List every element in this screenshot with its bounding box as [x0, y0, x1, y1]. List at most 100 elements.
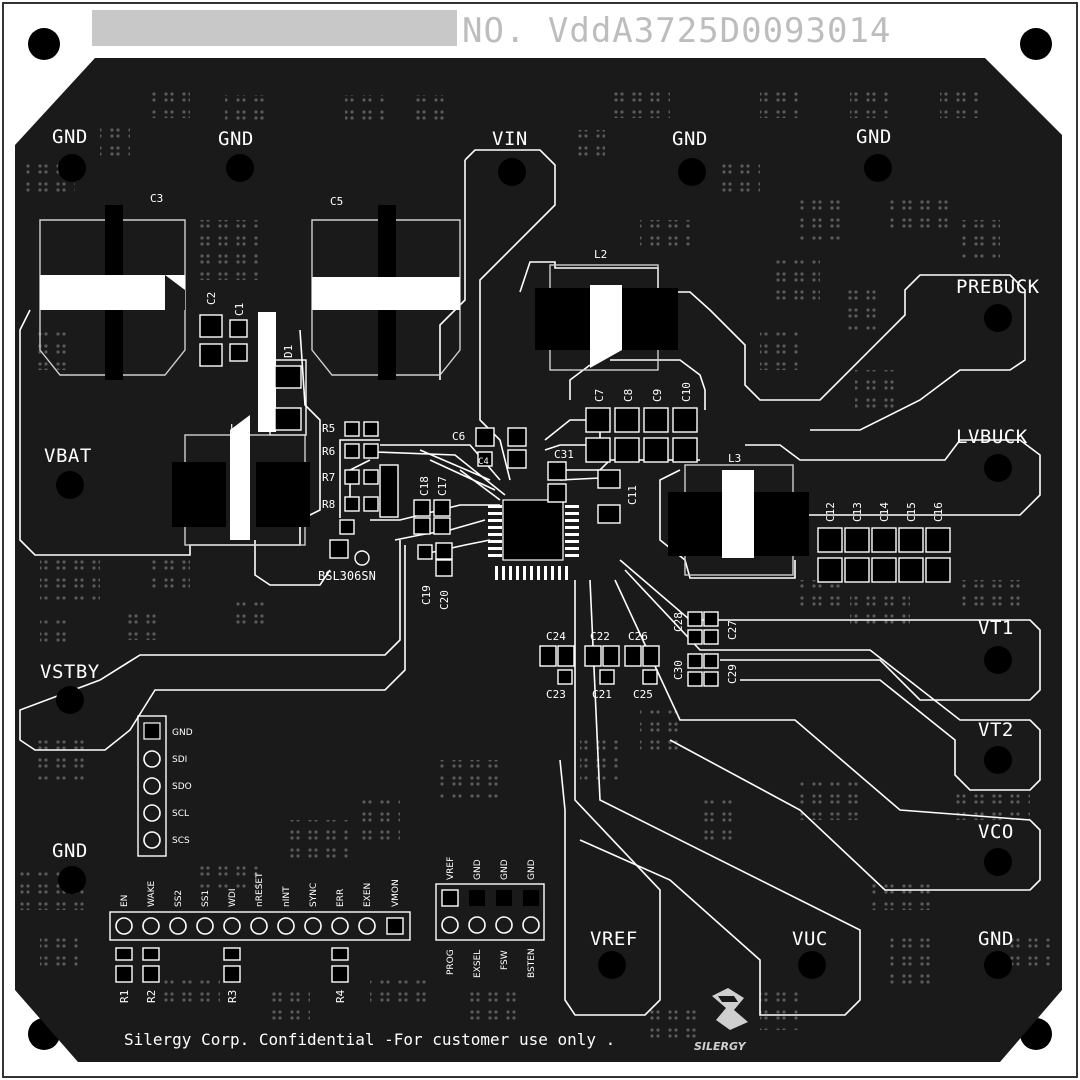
- trace-prebuck: [519, 261, 1026, 431]
- ref-c13: C13: [851, 502, 864, 522]
- ref-c16: C16: [932, 502, 945, 522]
- ref-c7: C7: [593, 389, 606, 402]
- ref-c23: C23: [546, 688, 566, 701]
- ref-c12: C12: [824, 502, 837, 522]
- ref-c28: C28: [672, 612, 685, 632]
- net-gnd-4: GND: [856, 126, 892, 148]
- ref-c15: C15: [905, 502, 918, 522]
- ref-q1: BSL306SN: [318, 569, 376, 583]
- ref-l1: L1: [230, 422, 243, 435]
- net-vuc: VUC: [792, 928, 828, 950]
- ref-r1: R1: [118, 990, 131, 1003]
- inductor-l2: L2: [535, 248, 678, 371]
- ref-l3: L3: [728, 452, 741, 465]
- mounting-hole-tr: [1020, 28, 1052, 60]
- net-gnd-2: GND: [218, 128, 254, 150]
- trace-lvbuck: [745, 439, 1041, 516]
- spi-pin-scl: SCL: [172, 809, 189, 819]
- ref-l2: L2: [594, 248, 607, 261]
- cfg-pin-bsten: BSTEN: [527, 948, 537, 978]
- caps-c1-c2: C2 C1: [199, 292, 248, 367]
- resistors-r5-r8: R5 R6 R7 R8: [322, 421, 399, 518]
- ref-c18: C18: [418, 476, 431, 496]
- ref-r8: R8: [322, 498, 335, 511]
- ctrl-pin-wdi: WDI: [228, 889, 238, 907]
- ref-c20: C20: [438, 590, 451, 610]
- ctrl-pin-wake: WAKE: [147, 881, 157, 907]
- ref-c11: C11: [626, 485, 639, 505]
- cfg-pin-gnd-3: GND: [527, 859, 537, 880]
- ref-c31: C31: [554, 448, 574, 461]
- ref-c25: C25: [633, 688, 653, 701]
- caps-c17-c18: C18 C17: [413, 476, 451, 535]
- trace-vref: [559, 580, 661, 1016]
- caps-c27-c30: C28 C27 C30 C29: [672, 611, 739, 687]
- ctrl-pin-vmon: VMON: [391, 879, 401, 907]
- cfg-pin-vref: VREF: [446, 857, 456, 880]
- inductor-l1: L1: [172, 415, 310, 546]
- ref-c29: C29: [726, 664, 739, 684]
- net-vco: VCO: [978, 821, 1014, 843]
- trace-vt1: [619, 559, 1041, 701]
- header-spi: GND SDI SDO SCL SCS: [137, 715, 193, 857]
- silergy-logo-icon: SILERGY: [694, 988, 748, 1053]
- ref-c9: C9: [651, 389, 664, 402]
- ref-c8: C8: [622, 389, 635, 402]
- net-prebuck: PREBUCK: [956, 276, 1040, 298]
- footer-text: Silergy Corp. Confidential -For customer…: [124, 1030, 615, 1049]
- ref-r2: R2: [145, 990, 158, 1003]
- cfg-pin-prog: PROG: [446, 949, 456, 975]
- ctrl-pin-sync: SYNC: [309, 883, 319, 907]
- diode-d1: D1: [258, 312, 307, 436]
- logo-text: SILERGY: [694, 1040, 747, 1053]
- ref-c26: C26: [628, 630, 648, 643]
- ctrl-pin-err: ERR: [336, 889, 346, 907]
- net-labels: GND GND VIN GND GND PREBUCK LVBUCK VBAT …: [40, 126, 1040, 950]
- net-gnd-1: GND: [52, 126, 88, 148]
- trace-vuc: [579, 579, 861, 1016]
- trace-vstby: [19, 540, 406, 751]
- inductor-l3: L3: [668, 452, 809, 576]
- caps-c19-c20: C19 C20: [417, 542, 453, 610]
- spi-pin-sdo: SDO: [172, 782, 192, 792]
- ref-c19: C19: [420, 585, 433, 605]
- ref-c3: C3: [150, 192, 163, 205]
- ref-c2: C2: [205, 292, 218, 305]
- cap-c5: C5: [311, 195, 461, 380]
- cfg-pin-exsel: EXSEL: [473, 950, 483, 978]
- ref-c14: C14: [878, 502, 891, 522]
- ctrl-pin-ss2: SS2: [174, 890, 184, 907]
- ref-d1: D1: [282, 345, 295, 358]
- ctrl-pin-ss1: SS1: [201, 890, 211, 907]
- net-vbat: VBAT: [44, 445, 92, 467]
- net-gnd-3: GND: [672, 128, 708, 150]
- caps-c12-c16: C12 C13 C14 C15 C16: [817, 502, 951, 583]
- ref-r6: R6: [322, 445, 335, 458]
- net-vt1: VT1: [978, 617, 1014, 639]
- net-vref: VREF: [590, 928, 638, 950]
- ref-c5: C5: [330, 195, 343, 208]
- caps-c21-c26: C24 C22 C26 C23 C21 C25: [539, 630, 660, 701]
- ctrl-pin-nint: nINT: [282, 886, 292, 907]
- cfg-pin-fsw: FSW: [500, 950, 510, 970]
- ref-c27: C27: [726, 620, 739, 640]
- ref-c10: C10: [680, 382, 693, 402]
- ref-r7: R7: [322, 471, 335, 484]
- ref-c1: C1: [233, 303, 246, 316]
- ctrl-pin-nreset: nRESET: [255, 872, 265, 907]
- ref-c21: C21: [592, 688, 612, 701]
- caps-c4-c6: C6 C4: [452, 427, 527, 469]
- net-vin: VIN: [492, 128, 528, 150]
- cfg-pin-gnd-1: GND: [473, 859, 483, 880]
- trace-vco: [614, 579, 1041, 891]
- serial-bar: [92, 10, 457, 46]
- net-gnd-6: GND: [52, 840, 88, 862]
- ctrl-pin-exen: EXEN: [363, 883, 373, 907]
- cap-c3: C3: [39, 192, 186, 380]
- ref-r3: R3: [226, 990, 239, 1003]
- net-vstby: VSTBY: [40, 661, 100, 683]
- mosfet-q1: BSL306SN: [318, 519, 376, 583]
- ctrl-pin-en: EN: [120, 895, 130, 907]
